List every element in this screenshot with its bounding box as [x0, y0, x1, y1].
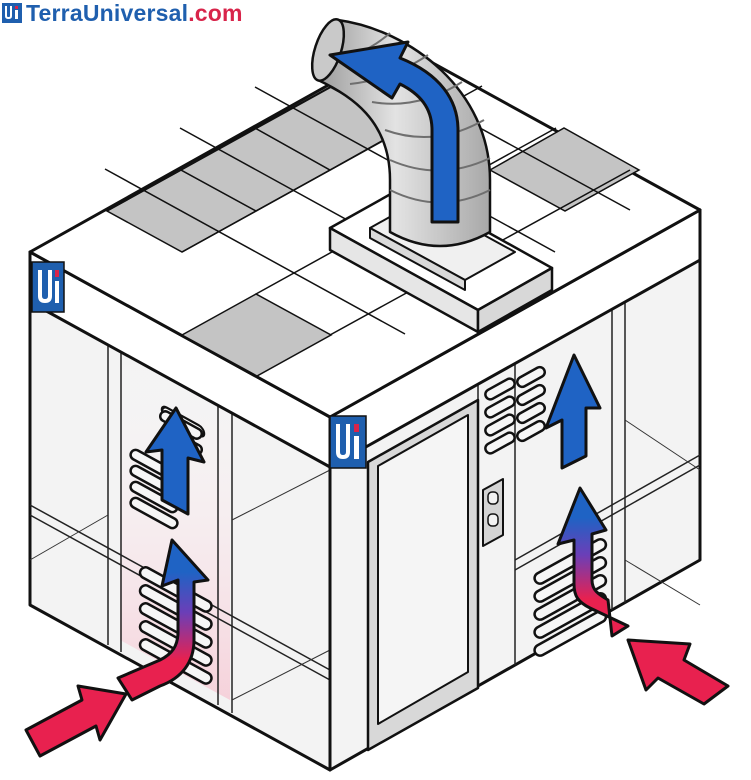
- cleanroom-door[interactable]: [366, 398, 480, 752]
- logo-domain-text: .com: [188, 0, 243, 26]
- airflow-up-arrow: [144, 406, 206, 516]
- airflow-up-arrow: [544, 353, 602, 470]
- ui-badge-icon: [329, 415, 367, 469]
- exhaust-airflow-arrow: [328, 40, 460, 224]
- ui-logo-icon: [2, 3, 22, 23]
- intake-airflow-arrow: [24, 684, 128, 758]
- ceiling-filter-tile: [488, 127, 641, 212]
- terrauniversal-logo: TerraUniversal.com: [2, 0, 243, 26]
- intake-airflow-arrow: [626, 638, 730, 706]
- ui-badge-icon: [31, 261, 65, 313]
- door-access-panel[interactable]: [482, 478, 504, 547]
- return-vent-right-upper: [484, 365, 546, 455]
- logo-brand-text: TerraUniversal: [26, 0, 189, 26]
- intake-rising-arrow: [556, 486, 630, 638]
- intake-rising-arrow: [116, 538, 210, 702]
